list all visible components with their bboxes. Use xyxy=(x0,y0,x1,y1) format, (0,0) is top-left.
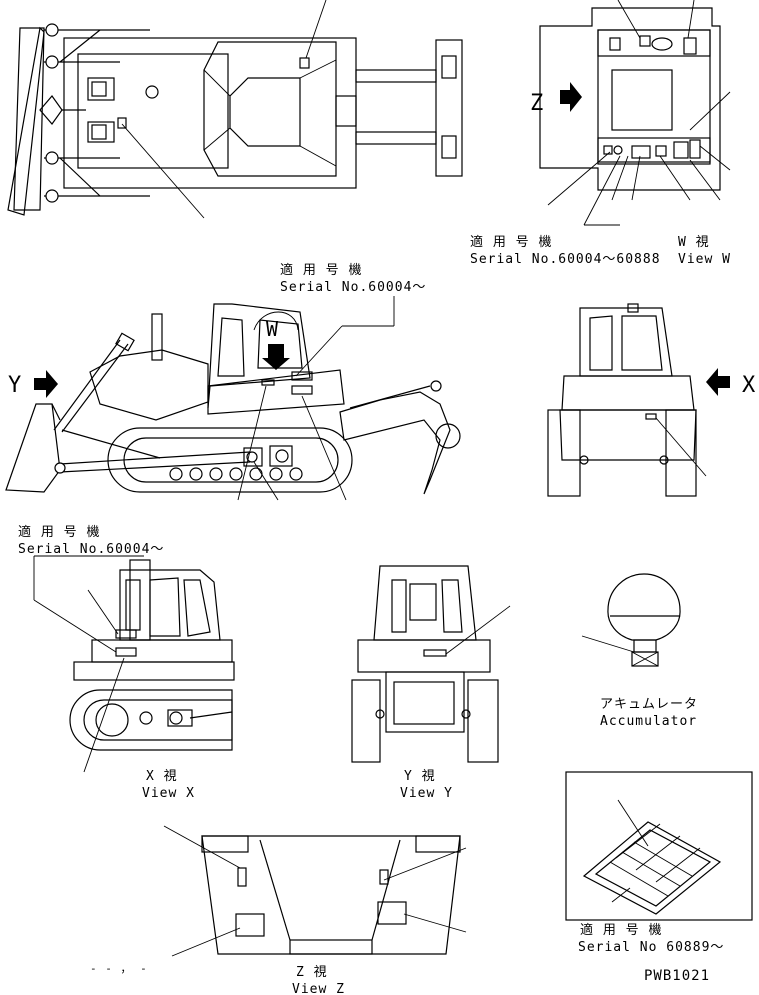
view-x-title-en: View X xyxy=(142,786,195,801)
drawing-number: PWB1021 xyxy=(644,968,710,984)
arrow-w-label: W xyxy=(266,317,279,341)
view-y-title-en: View Y xyxy=(400,786,453,801)
manual-applicable-jp: 適 用 号 機 xyxy=(580,922,662,938)
view-z-title-en: View Z xyxy=(292,982,345,995)
view-z-title-jp: Z 視 xyxy=(296,965,328,980)
accumulator-label-jp: アキュムレータ xyxy=(600,697,698,712)
view-x-applicable-jp: 適 用 号 機 xyxy=(18,524,100,540)
arrow-z-label: Z xyxy=(530,91,544,116)
arrow-w-icon xyxy=(262,344,290,370)
view-x-rear-drawing: X xyxy=(547,303,756,497)
view-z-drawing xyxy=(163,825,467,957)
side-view-drawing: Y W xyxy=(5,296,461,501)
arrow-x-label: X xyxy=(742,373,756,398)
view-w-drawing: Z xyxy=(530,0,731,226)
view-y-drawing xyxy=(351,565,511,763)
view-x-serial: Serial No.60004～ xyxy=(18,542,164,557)
manual-drawing xyxy=(565,771,753,921)
top-view-plan xyxy=(7,0,463,219)
manual-serial: Serial No 60889～ xyxy=(578,940,724,955)
view-w-title-en: View W xyxy=(678,252,731,267)
view-w-serial: Serial No.60004～60888 xyxy=(470,252,661,267)
note-marks: - - ， - xyxy=(90,962,148,975)
side-serial: Serial No.60004～ xyxy=(280,280,426,295)
view-w-title-jp: W 視 xyxy=(678,235,710,250)
view-w-applicable-jp: 適 用 号 機 xyxy=(470,234,552,250)
side-applicable-jp: 適 用 号 機 xyxy=(280,262,362,278)
arrow-x-icon xyxy=(706,368,730,396)
view-y-title-jp: Y 視 xyxy=(404,769,436,784)
accumulator-drawing xyxy=(581,573,681,667)
accumulator-label-en: Accumulator xyxy=(600,714,697,729)
arrow-y-icon xyxy=(34,370,58,398)
view-x-title-jp: X 視 xyxy=(146,769,178,784)
arrow-z-icon xyxy=(560,82,582,112)
arrow-y-label: Y xyxy=(8,373,22,398)
view-x-drawing xyxy=(33,555,235,773)
